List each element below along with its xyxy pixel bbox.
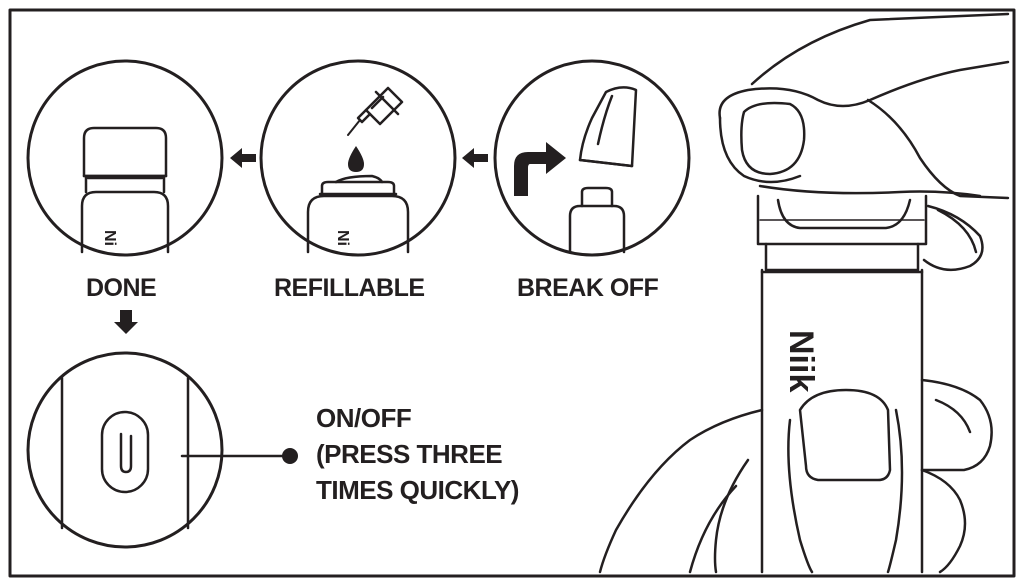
outer-frame bbox=[8, 8, 1016, 578]
arrow-left-icon bbox=[462, 148, 488, 168]
step-label-refillable: REFILLABLE bbox=[274, 274, 425, 302]
arrow-down-icon bbox=[114, 310, 138, 334]
step-label-done: DONE bbox=[86, 274, 157, 302]
on-off-callout: ON/OFF (PRESS THREE TIMES QUICKLY) bbox=[316, 400, 519, 508]
step-label-break-off: BREAK OFF bbox=[517, 274, 659, 302]
bend-arrow-icon bbox=[514, 142, 566, 196]
callout-line-2: (PRESS THREE bbox=[316, 439, 503, 469]
on-off-circle-illustration bbox=[26, 351, 224, 549]
done-circle-illustration bbox=[26, 59, 224, 257]
arrow-left-icon bbox=[230, 148, 256, 168]
refillable-brand-text: Ni bbox=[334, 230, 351, 246]
hand-device-illustration bbox=[598, 12, 1010, 574]
device-brand-text: Niik bbox=[782, 330, 820, 393]
break-off-circle-illustration bbox=[493, 59, 691, 257]
callout-line-3: TIMES QUICKLY) bbox=[316, 475, 519, 505]
done-brand-text: Ni bbox=[101, 230, 118, 246]
refillable-circle-illustration bbox=[259, 59, 457, 257]
drop-icon bbox=[348, 146, 364, 172]
callout-dot bbox=[282, 448, 298, 464]
callout-line-1: ON/OFF bbox=[316, 403, 412, 433]
